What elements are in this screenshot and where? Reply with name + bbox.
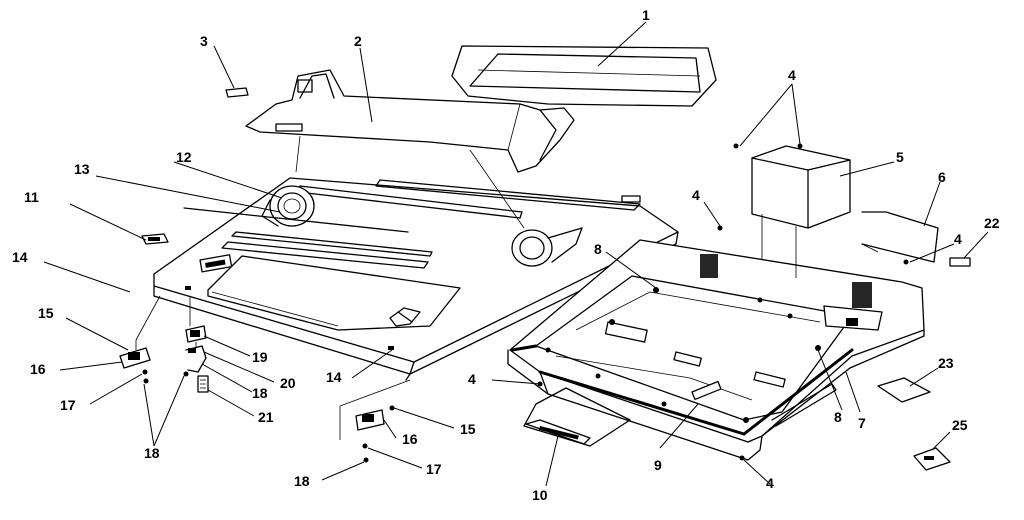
- part-22-piece: [949, 257, 971, 267]
- callout-13: 13: [74, 161, 90, 177]
- callout-4d: 4: [468, 371, 476, 387]
- callout-18b: 18: [252, 385, 268, 401]
- part-3-clip: [225, 87, 249, 98]
- part-25-pad: [913, 447, 951, 471]
- part-5-power-box: [733, 143, 851, 319]
- part-11-clip: [141, 233, 169, 245]
- callout-19: 19: [252, 349, 268, 365]
- callout-8a: 8: [594, 241, 602, 257]
- floating-tab: [621, 195, 641, 203]
- callout-1: 1: [642, 7, 650, 23]
- callout-16b: 16: [402, 431, 418, 447]
- vent-right: [852, 282, 872, 308]
- callout-22: 22: [984, 215, 1000, 231]
- leader-lines: [43, 21, 989, 487]
- callout-15b: 15: [460, 421, 476, 437]
- callout-25: 25: [952, 417, 968, 433]
- main-frame-assembly: [153, 135, 679, 381]
- callout-12: 12: [176, 149, 192, 165]
- callout-4e: 4: [766, 475, 774, 491]
- part-6-bracket: [861, 211, 939, 263]
- callout-4c: 4: [954, 231, 962, 247]
- callout-3: 3: [200, 33, 208, 49]
- callout-16a: 16: [30, 361, 46, 377]
- middle-bracket-parts: [339, 379, 411, 463]
- callout-11: 11: [24, 189, 39, 205]
- callout-17b: 17: [426, 461, 442, 477]
- left-bracket-parts: [119, 295, 209, 393]
- callout-6: 6: [938, 169, 946, 185]
- callout-14a: 14: [12, 249, 28, 265]
- callout-23: 23: [938, 355, 954, 371]
- callout-18a: 18: [144, 445, 160, 461]
- callout-8b: 8: [834, 409, 842, 425]
- callout-5: 5: [896, 149, 904, 165]
- part-1-top-cover: [451, 45, 717, 107]
- callout-4b: 4: [692, 187, 700, 203]
- callout-7: 7: [858, 415, 866, 431]
- callout-17a: 17: [60, 397, 76, 413]
- callout-14b: 14: [326, 369, 342, 385]
- vent-left: [700, 254, 718, 278]
- callout-2: 2: [354, 33, 362, 49]
- callout-15a: 15: [38, 305, 54, 321]
- callout-10: 10: [532, 487, 548, 503]
- part-10-tray: [523, 387, 631, 447]
- part-2-upper-cover: [245, 69, 575, 173]
- callout-21: 21: [258, 409, 274, 425]
- callout-9: 9: [654, 457, 662, 473]
- callout-18c: 18: [294, 473, 310, 489]
- part-23-pad: [877, 377, 931, 403]
- callout-20: 20: [280, 375, 296, 391]
- base-chassis: [507, 239, 925, 461]
- callout-4a: 4: [788, 67, 796, 83]
